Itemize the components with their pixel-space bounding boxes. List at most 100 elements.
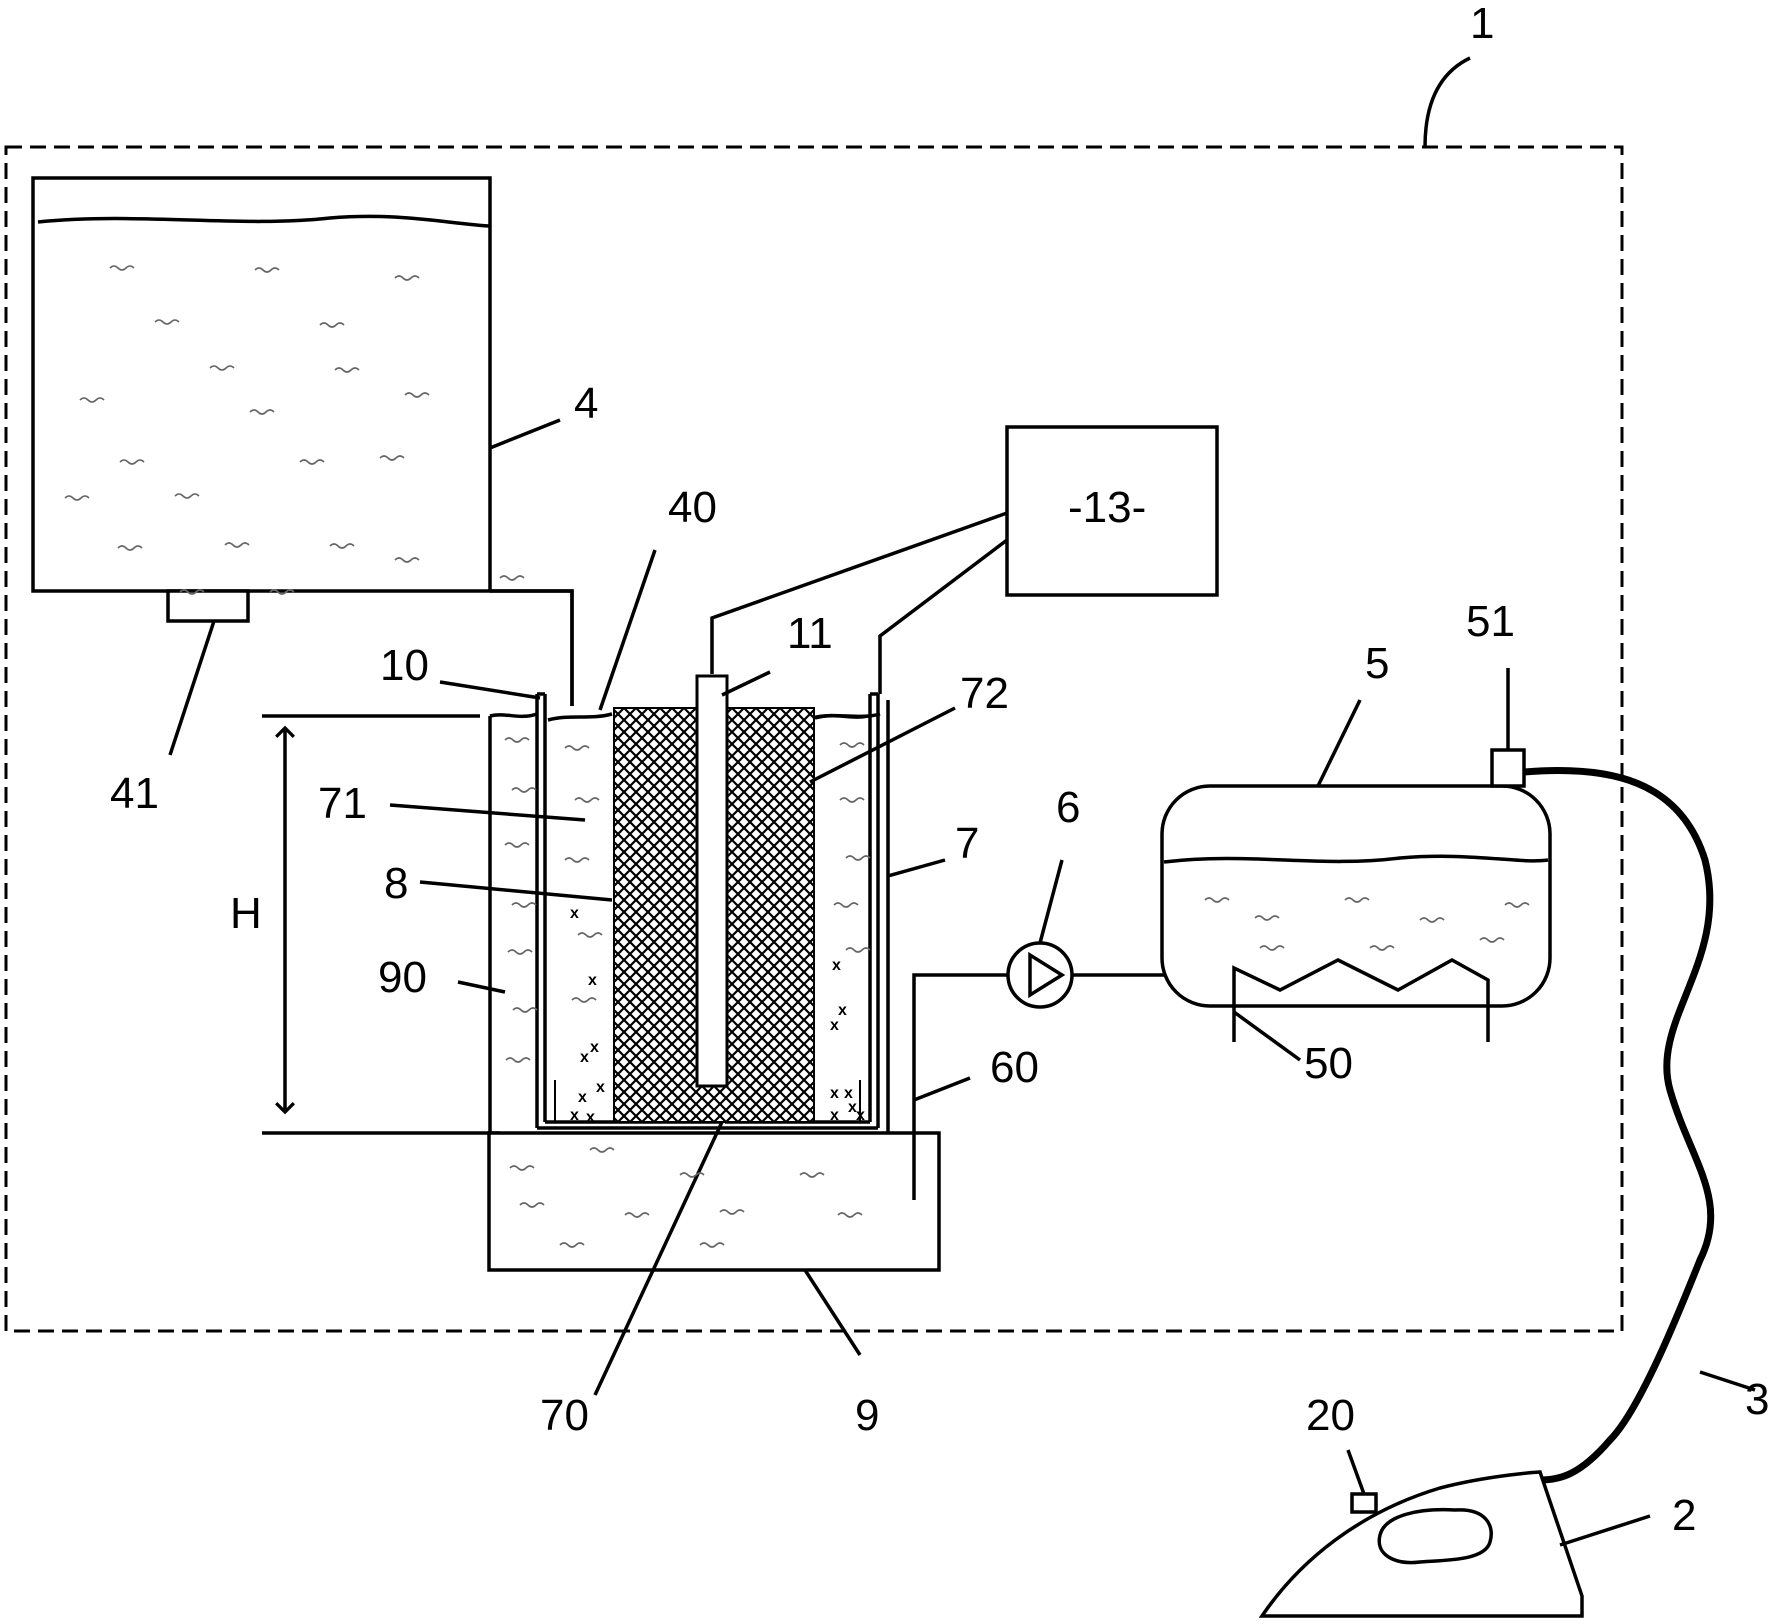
controller-wire-1 <box>710 511 1008 674</box>
cartridge-left-wall <box>535 694 547 1128</box>
svg-text:x: x <box>830 1085 839 1102</box>
leader-40 <box>598 549 657 711</box>
ripple-mark <box>511 787 537 793</box>
leader-41 <box>168 620 216 756</box>
label-H: H <box>230 889 262 938</box>
ripple-mark <box>299 459 325 465</box>
ripple-mark <box>504 842 530 848</box>
ripple-mark <box>394 275 420 281</box>
svg-text:x: x <box>578 1089 587 1106</box>
ripple-mark <box>833 902 859 908</box>
leader-8 <box>419 880 613 902</box>
label-90: 90 <box>378 953 427 1002</box>
inner-water-surface <box>547 712 613 722</box>
ripple-mark <box>499 575 525 581</box>
leader-9 <box>803 1269 862 1356</box>
leader-11 <box>721 670 771 697</box>
steam-outlet <box>1490 748 1526 788</box>
feed-pipe-wall <box>490 589 574 706</box>
leader-4 <box>489 418 561 450</box>
ripple-mark <box>511 902 537 908</box>
ripple-mark <box>404 392 430 398</box>
ripple-mark <box>269 589 295 595</box>
label-40: 40 <box>668 483 717 532</box>
leader-70 <box>593 1121 724 1396</box>
boiler <box>1160 784 1552 1008</box>
leader-50 <box>1232 1010 1302 1062</box>
leader-1 <box>1423 56 1471 148</box>
ripple-mark <box>564 745 590 751</box>
ripple-mark <box>1504 902 1530 908</box>
leader-60 <box>913 1076 971 1102</box>
svg-text:x: x <box>580 1049 589 1066</box>
water-texture <box>64 265 1530 1248</box>
label-6: 6 <box>1056 783 1080 832</box>
label-71: 71 <box>318 779 367 828</box>
outlet-pipe <box>912 973 1007 1200</box>
ripple-mark <box>224 542 250 548</box>
boiler-water-surface <box>1163 854 1549 864</box>
svg-text:x: x <box>856 1107 865 1124</box>
ripple-mark <box>1419 917 1445 923</box>
controller-wire-2 <box>878 538 1009 694</box>
label-4: 4 <box>574 379 598 428</box>
ripple-mark <box>699 1242 725 1248</box>
feed-pipe <box>490 589 574 706</box>
ripple-mark <box>379 455 405 461</box>
label-72: 72 <box>960 669 1009 718</box>
ripple-mark <box>839 742 865 748</box>
ripple-mark <box>589 1147 615 1153</box>
inner-tray <box>554 1080 861 1122</box>
label-3: 3 <box>1745 1375 1769 1424</box>
label-41: 41 <box>110 769 159 818</box>
ripple-mark <box>79 397 105 403</box>
iron <box>1258 1470 1584 1618</box>
ripple-mark <box>504 737 530 743</box>
label-50: 50 <box>1304 1039 1353 1088</box>
ripple-mark <box>254 267 280 273</box>
ripple-mark <box>559 1242 585 1248</box>
ripple-mark <box>839 797 865 803</box>
controller-box <box>1005 425 1219 597</box>
label-11: 11 <box>787 609 833 658</box>
svg-text:x: x <box>588 972 597 989</box>
appliance-boundary <box>4 145 1624 1333</box>
svg-text:x: x <box>838 1002 847 1019</box>
ripple-mark <box>249 409 275 415</box>
label-8: 8 <box>384 859 408 908</box>
heater-element <box>1232 957 1490 1042</box>
ripple-mark <box>577 932 603 938</box>
water-tank <box>31 176 492 623</box>
electrode <box>695 674 729 1088</box>
ripple-mark <box>719 1209 745 1215</box>
leader-5 <box>1316 699 1362 787</box>
leader-7 <box>887 858 946 878</box>
ripple-mark <box>119 459 145 465</box>
particles: x x x x x x x x x x x x x x x x <box>570 905 865 1126</box>
label-7: 7 <box>955 819 979 868</box>
label-2: 2 <box>1672 1491 1696 1540</box>
ripple-mark <box>1479 937 1505 943</box>
ripple-mark <box>564 857 590 863</box>
svg-text:x: x <box>830 1107 839 1124</box>
controller-label: -13- <box>1068 483 1146 532</box>
ripple-mark <box>174 493 200 499</box>
ripple-mark <box>154 319 180 325</box>
ripple-mark <box>845 947 871 953</box>
ripple-mark <box>394 557 420 563</box>
ripple-mark <box>679 1172 705 1178</box>
ripple-mark <box>507 949 533 955</box>
svg-text:x: x <box>596 1079 605 1096</box>
label-70: 70 <box>540 1391 589 1440</box>
ripple-mark <box>505 1057 531 1063</box>
svg-text:x: x <box>570 905 579 922</box>
ripple-mark <box>845 855 871 861</box>
leader-71 <box>389 803 586 822</box>
label-9: 9 <box>855 1391 879 1440</box>
svg-text:x: x <box>586 1109 595 1126</box>
ripple-mark <box>1369 945 1395 951</box>
label-20: 20 <box>1306 1391 1355 1440</box>
tank-valve <box>166 589 250 623</box>
ripple-mark <box>334 367 360 373</box>
ripple-mark <box>624 1212 650 1218</box>
